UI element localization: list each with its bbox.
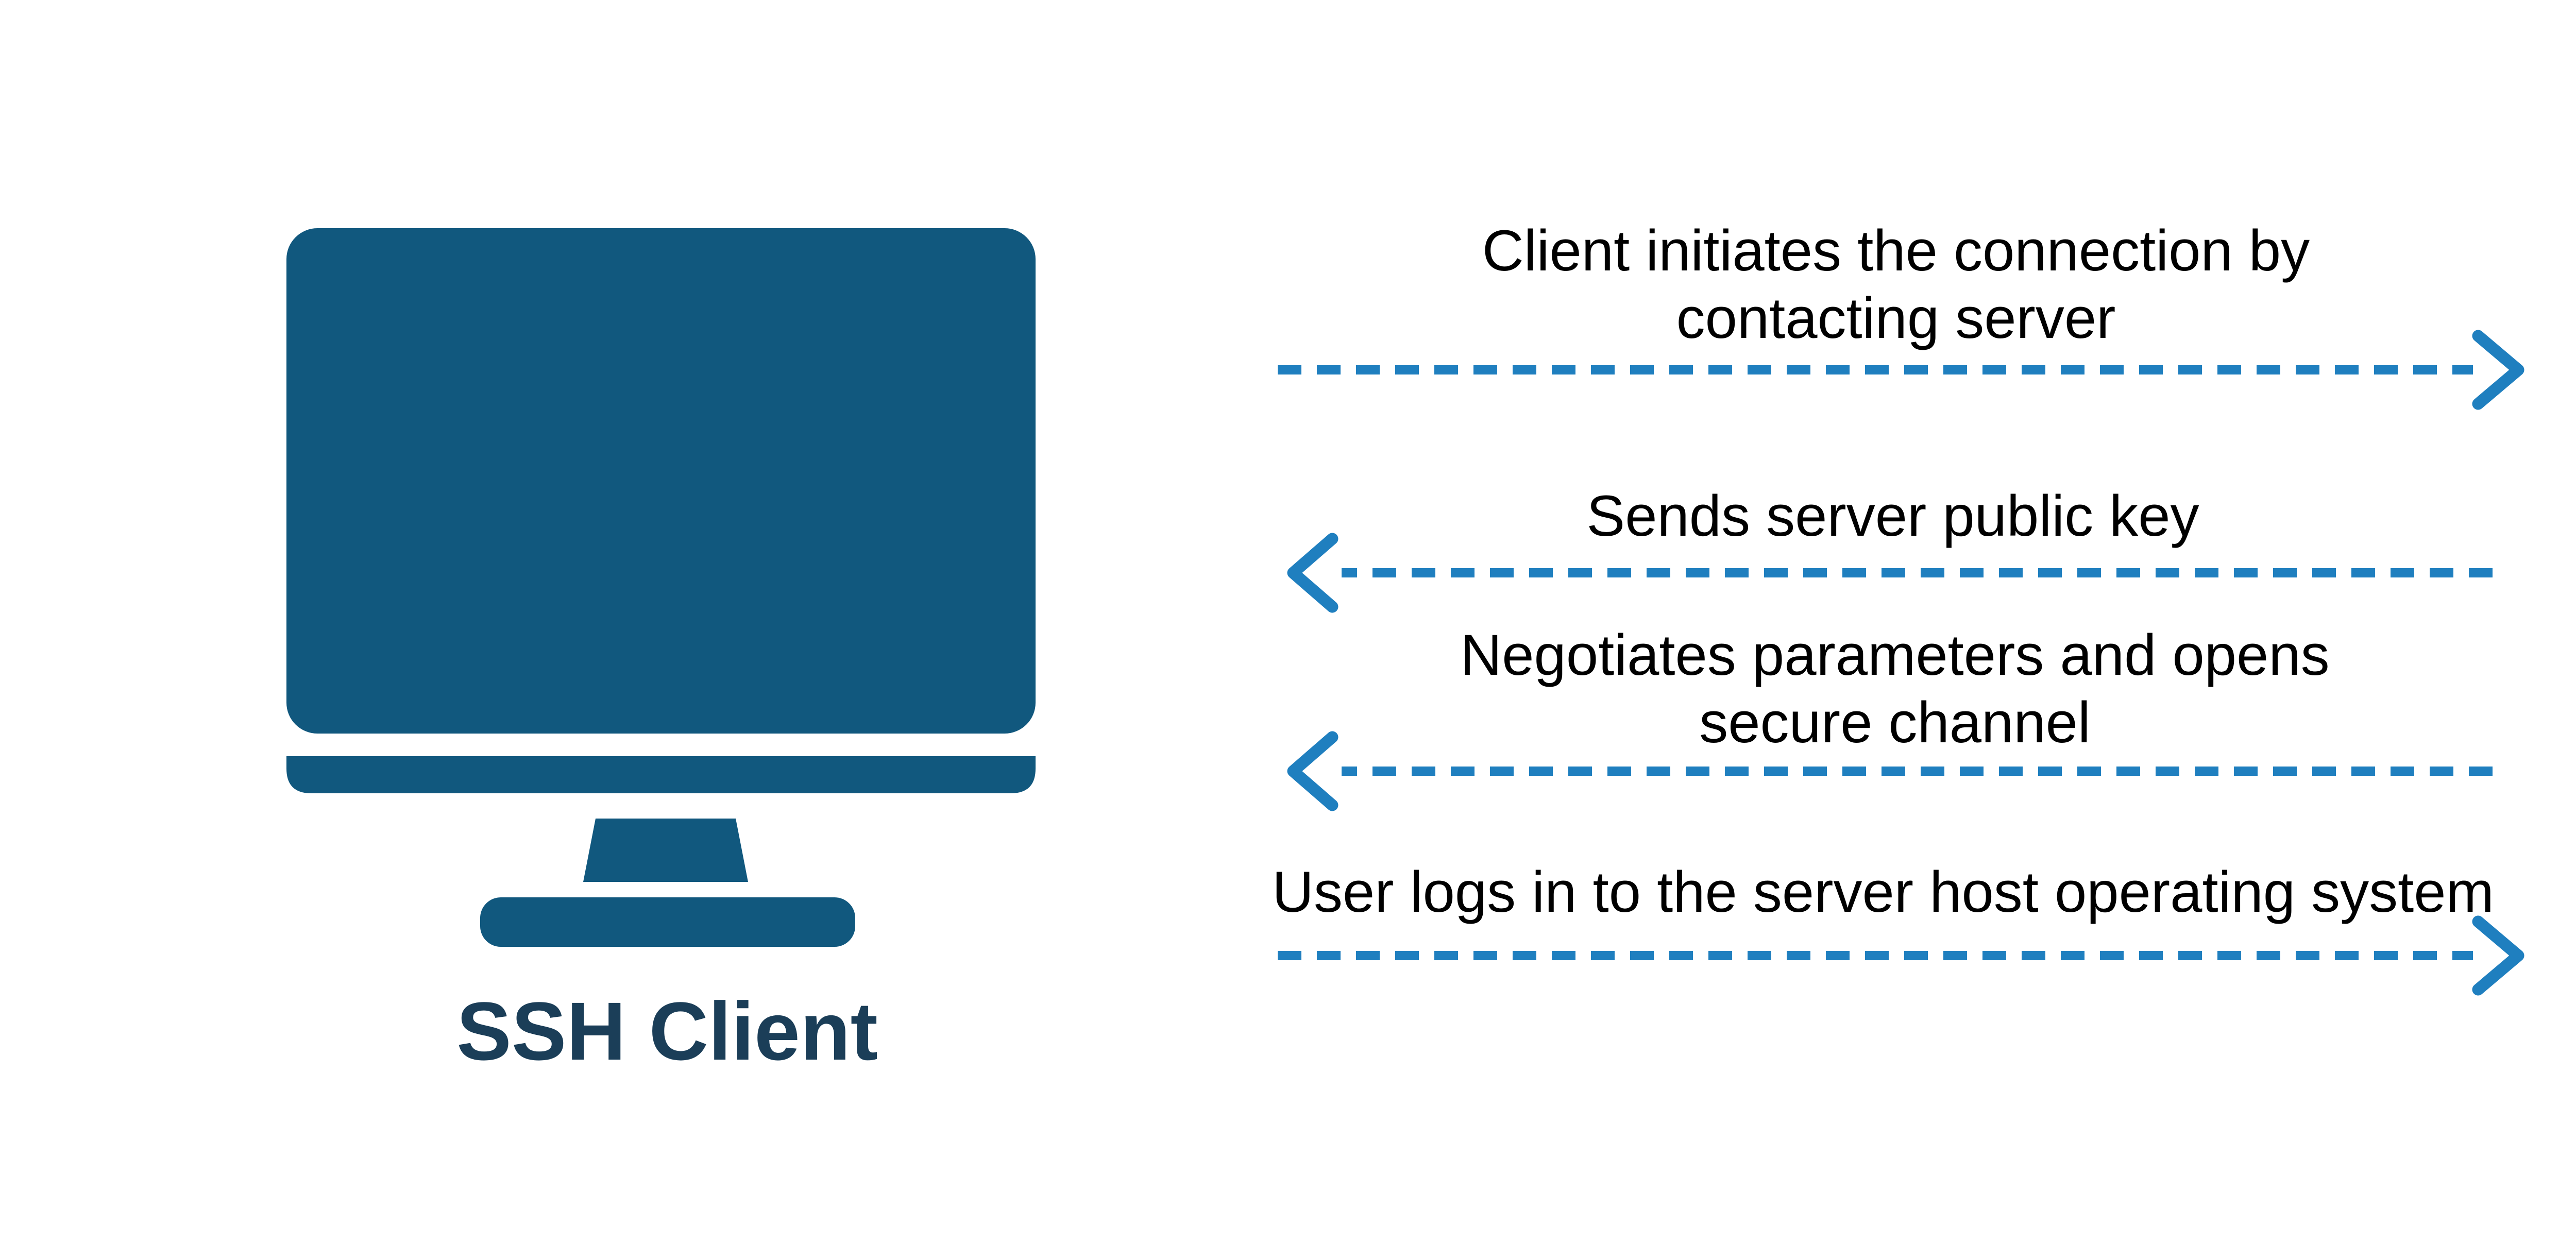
message-4-line-1: User logs in to the server host operatin… [1272, 860, 2494, 924]
monitor-chin [286, 756, 1036, 793]
monitor-screen [286, 228, 1036, 734]
arrowhead-right-icon [2472, 330, 2524, 410]
arrowhead-left-icon [1287, 731, 1338, 811]
message-1-line-1: Client initiates the connection by [1482, 218, 2310, 283]
arrowhead-left-icon [1287, 533, 1338, 613]
message-2-line-1: Sends server public key [1586, 484, 2199, 548]
message-1-line-2: contacting server [1676, 286, 2116, 350]
ssh-client-label: SSH Client [456, 985, 878, 1077]
message-3-line-1: Negotiates parameters and opens [1460, 623, 2330, 687]
message-3-line-2: secure channel [1699, 690, 2091, 755]
arrow-1-client-to-server [1278, 330, 2524, 410]
monitor-stand-neck [583, 819, 748, 882]
message-3: Negotiates parameters and opens secure c… [1460, 621, 2329, 756]
message-2: Sends server public key [1586, 482, 2199, 550]
monitor-stand-base [480, 897, 855, 947]
message-4: User logs in to the server host operatin… [1272, 858, 2494, 926]
arrow-2-server-to-client [1287, 533, 2493, 613]
message-1: Client initiates the connection by conta… [1482, 217, 2310, 352]
arrow-3-server-to-client [1287, 731, 2493, 811]
arrow-4-client-to-server [1278, 915, 2524, 996]
ssh-client-icon [286, 228, 1036, 947]
arrowhead-right-icon [2472, 915, 2524, 996]
